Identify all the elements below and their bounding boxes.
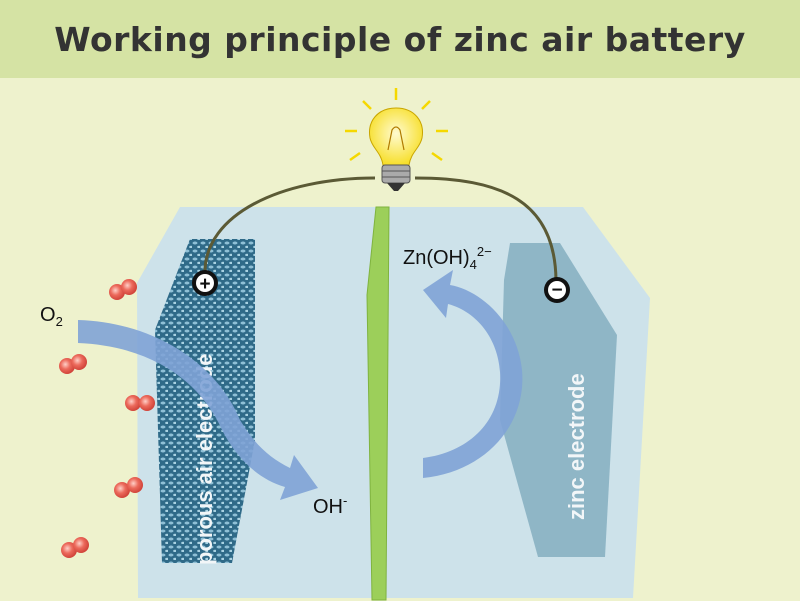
o2-label: O2	[40, 304, 63, 329]
light-bulb-icon	[345, 88, 448, 191]
oxygen-molecule	[59, 354, 87, 374]
title-band: Working principle of zinc air battery	[0, 0, 800, 78]
separator-membrane	[366, 206, 390, 601]
wire-negative	[414, 176, 558, 281]
diagram-title: Working principle of zinc air battery	[54, 19, 746, 59]
oxygen-molecule	[125, 395, 155, 411]
wire-positive	[203, 176, 376, 273]
oxygen-molecule	[109, 279, 137, 300]
minus-sign: −	[551, 280, 562, 301]
oxygen-molecules	[59, 279, 155, 558]
oxygen-molecule	[61, 537, 89, 558]
oxygen-flow-arrow	[78, 320, 318, 500]
zincate-label: Zn(OH)42−	[403, 244, 492, 272]
plus-sign: +	[199, 274, 210, 295]
oxygen-molecule	[114, 477, 143, 498]
positive-terminal: +	[192, 270, 218, 296]
zinc-electrode	[500, 243, 617, 557]
hydroxide-label: OH-	[313, 493, 347, 518]
zincate-flow-arrow	[423, 270, 523, 478]
negative-terminal: −	[544, 277, 570, 303]
zinc-electrode-label: zinc electrode	[564, 373, 589, 520]
